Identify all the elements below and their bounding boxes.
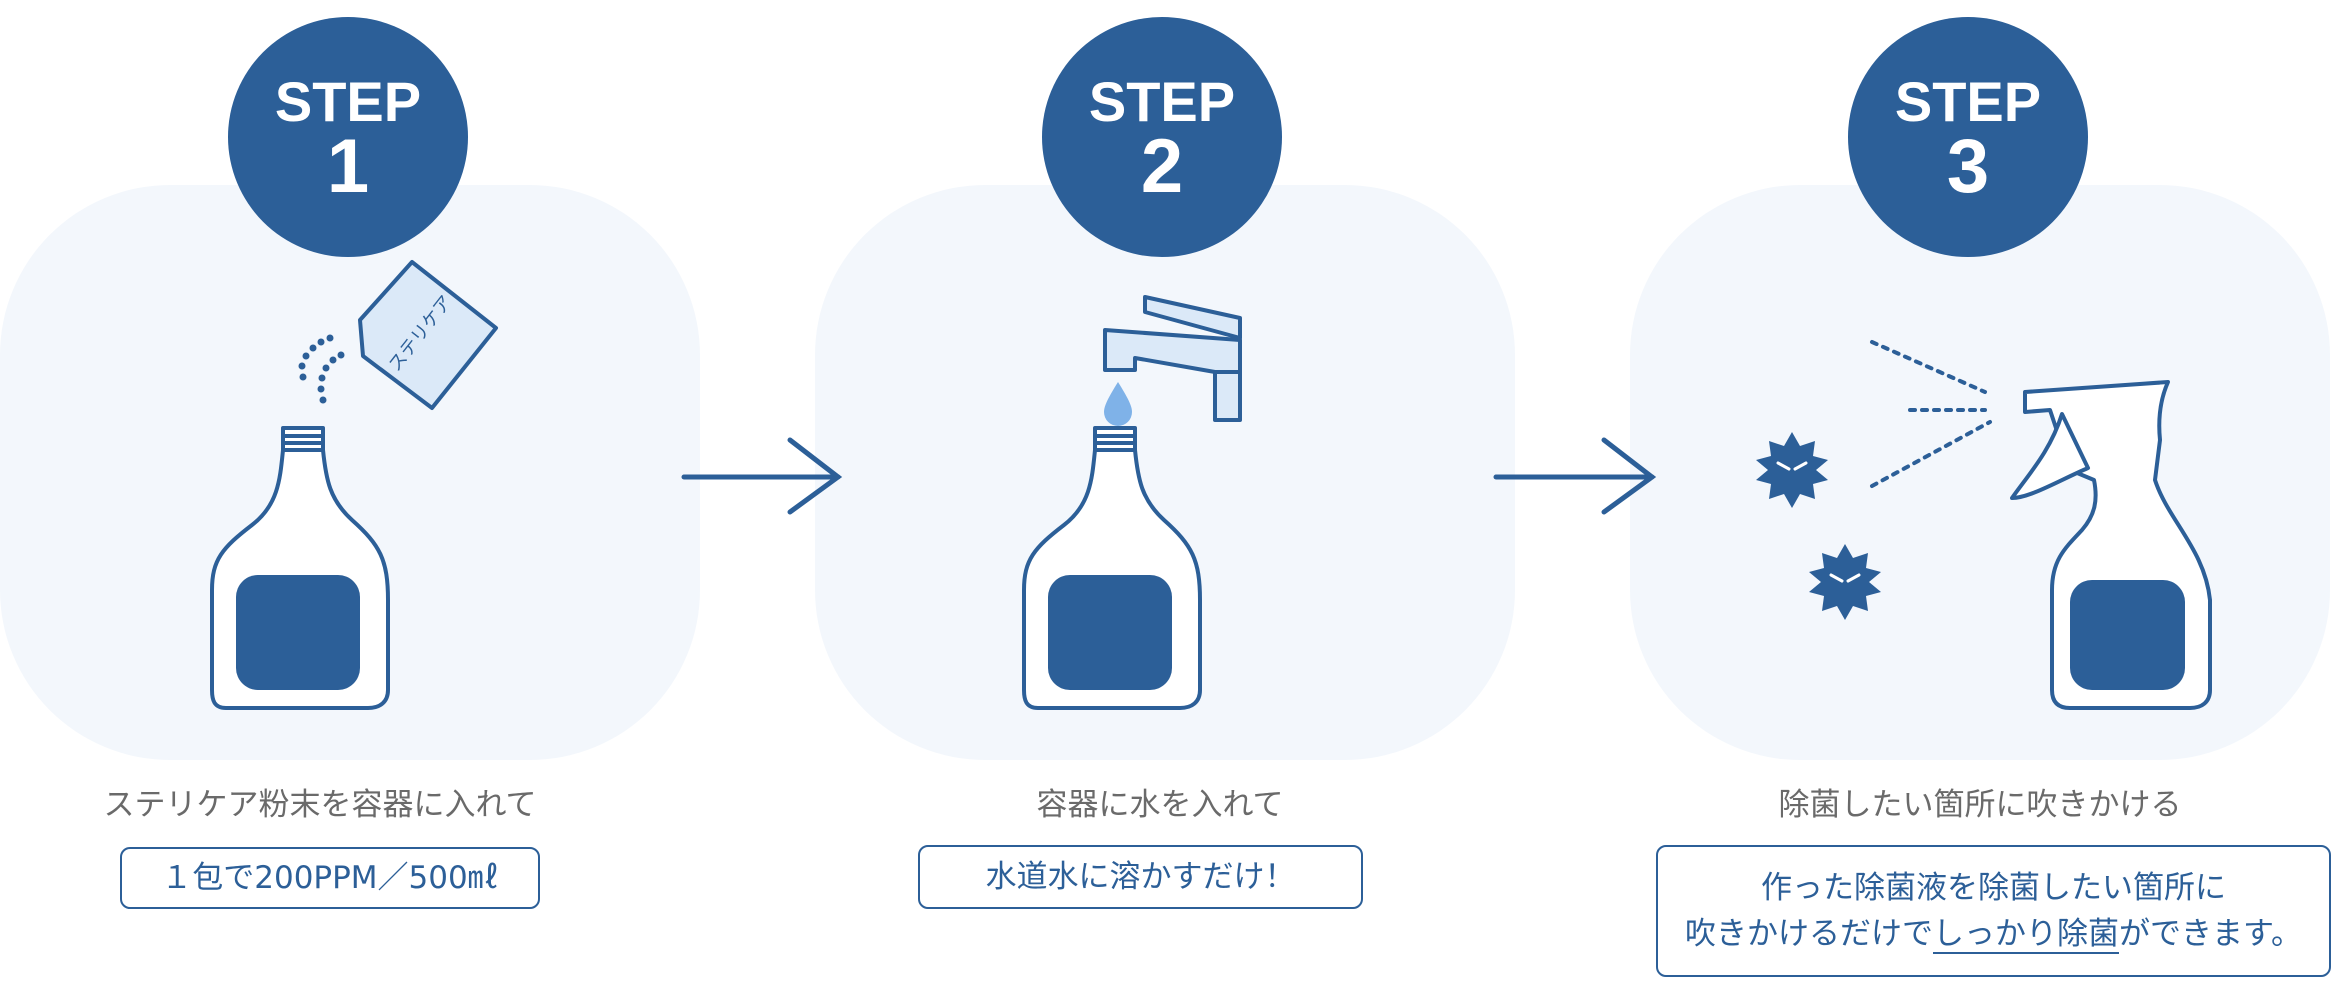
germ-icon (1756, 432, 1828, 508)
step3-panel (1630, 185, 2330, 760)
bottle-icon (1022, 426, 1202, 710)
step-number: 2 (1140, 124, 1184, 209)
step3-caption: 除菌したい箇所に吹きかける (1778, 787, 2182, 823)
note-line: 吹きかけるだけでしっかり除菌ができます。 (1658, 911, 2329, 957)
step3-note: 作った除菌液を除菌したい箇所に 吹きかけるだけでしっかり除菌ができます。 (1656, 845, 2331, 977)
spray-mist-icon (1870, 340, 1992, 488)
note-text: ができます。 (2119, 916, 2302, 952)
step-number: 1 (326, 124, 370, 209)
step2-caption: 容器に水を入れて (1036, 787, 1284, 823)
bottle-icon (210, 426, 390, 710)
water-drop-icon (1104, 382, 1132, 426)
step2-note: 水道水に溶かすだけ！ (918, 845, 1363, 909)
step-word: STEP (1894, 70, 2042, 133)
arrow-right-icon (1493, 437, 1657, 515)
germ-icon (1809, 544, 1881, 620)
note-line: 作った除菌液を除菌したい箇所に (1761, 870, 2226, 906)
powder-dots-icon (298, 334, 345, 404)
arrow-right-icon (681, 437, 843, 515)
step1-caption: ステリケア粉末を容器に入れて (103, 787, 537, 823)
step2-badge: STEP 2 (1042, 17, 1282, 257)
step-word: STEP (274, 70, 422, 133)
faucet-icon (1103, 295, 1242, 422)
step-number: 3 (1946, 124, 1990, 209)
spray-bottle-icon (2010, 380, 2212, 710)
step1-note: １包で200PPM／500㎖ (120, 847, 540, 909)
emphasis-text: しっかり除菌 (1933, 916, 2120, 954)
note-text: 吹きかけるだけで (1685, 916, 1934, 952)
step-word: STEP (1088, 70, 1236, 133)
step1-badge: STEP 1 (228, 17, 468, 257)
step3-badge: STEP 3 (1848, 17, 2088, 257)
sachet-icon: ステリケア (358, 260, 498, 410)
